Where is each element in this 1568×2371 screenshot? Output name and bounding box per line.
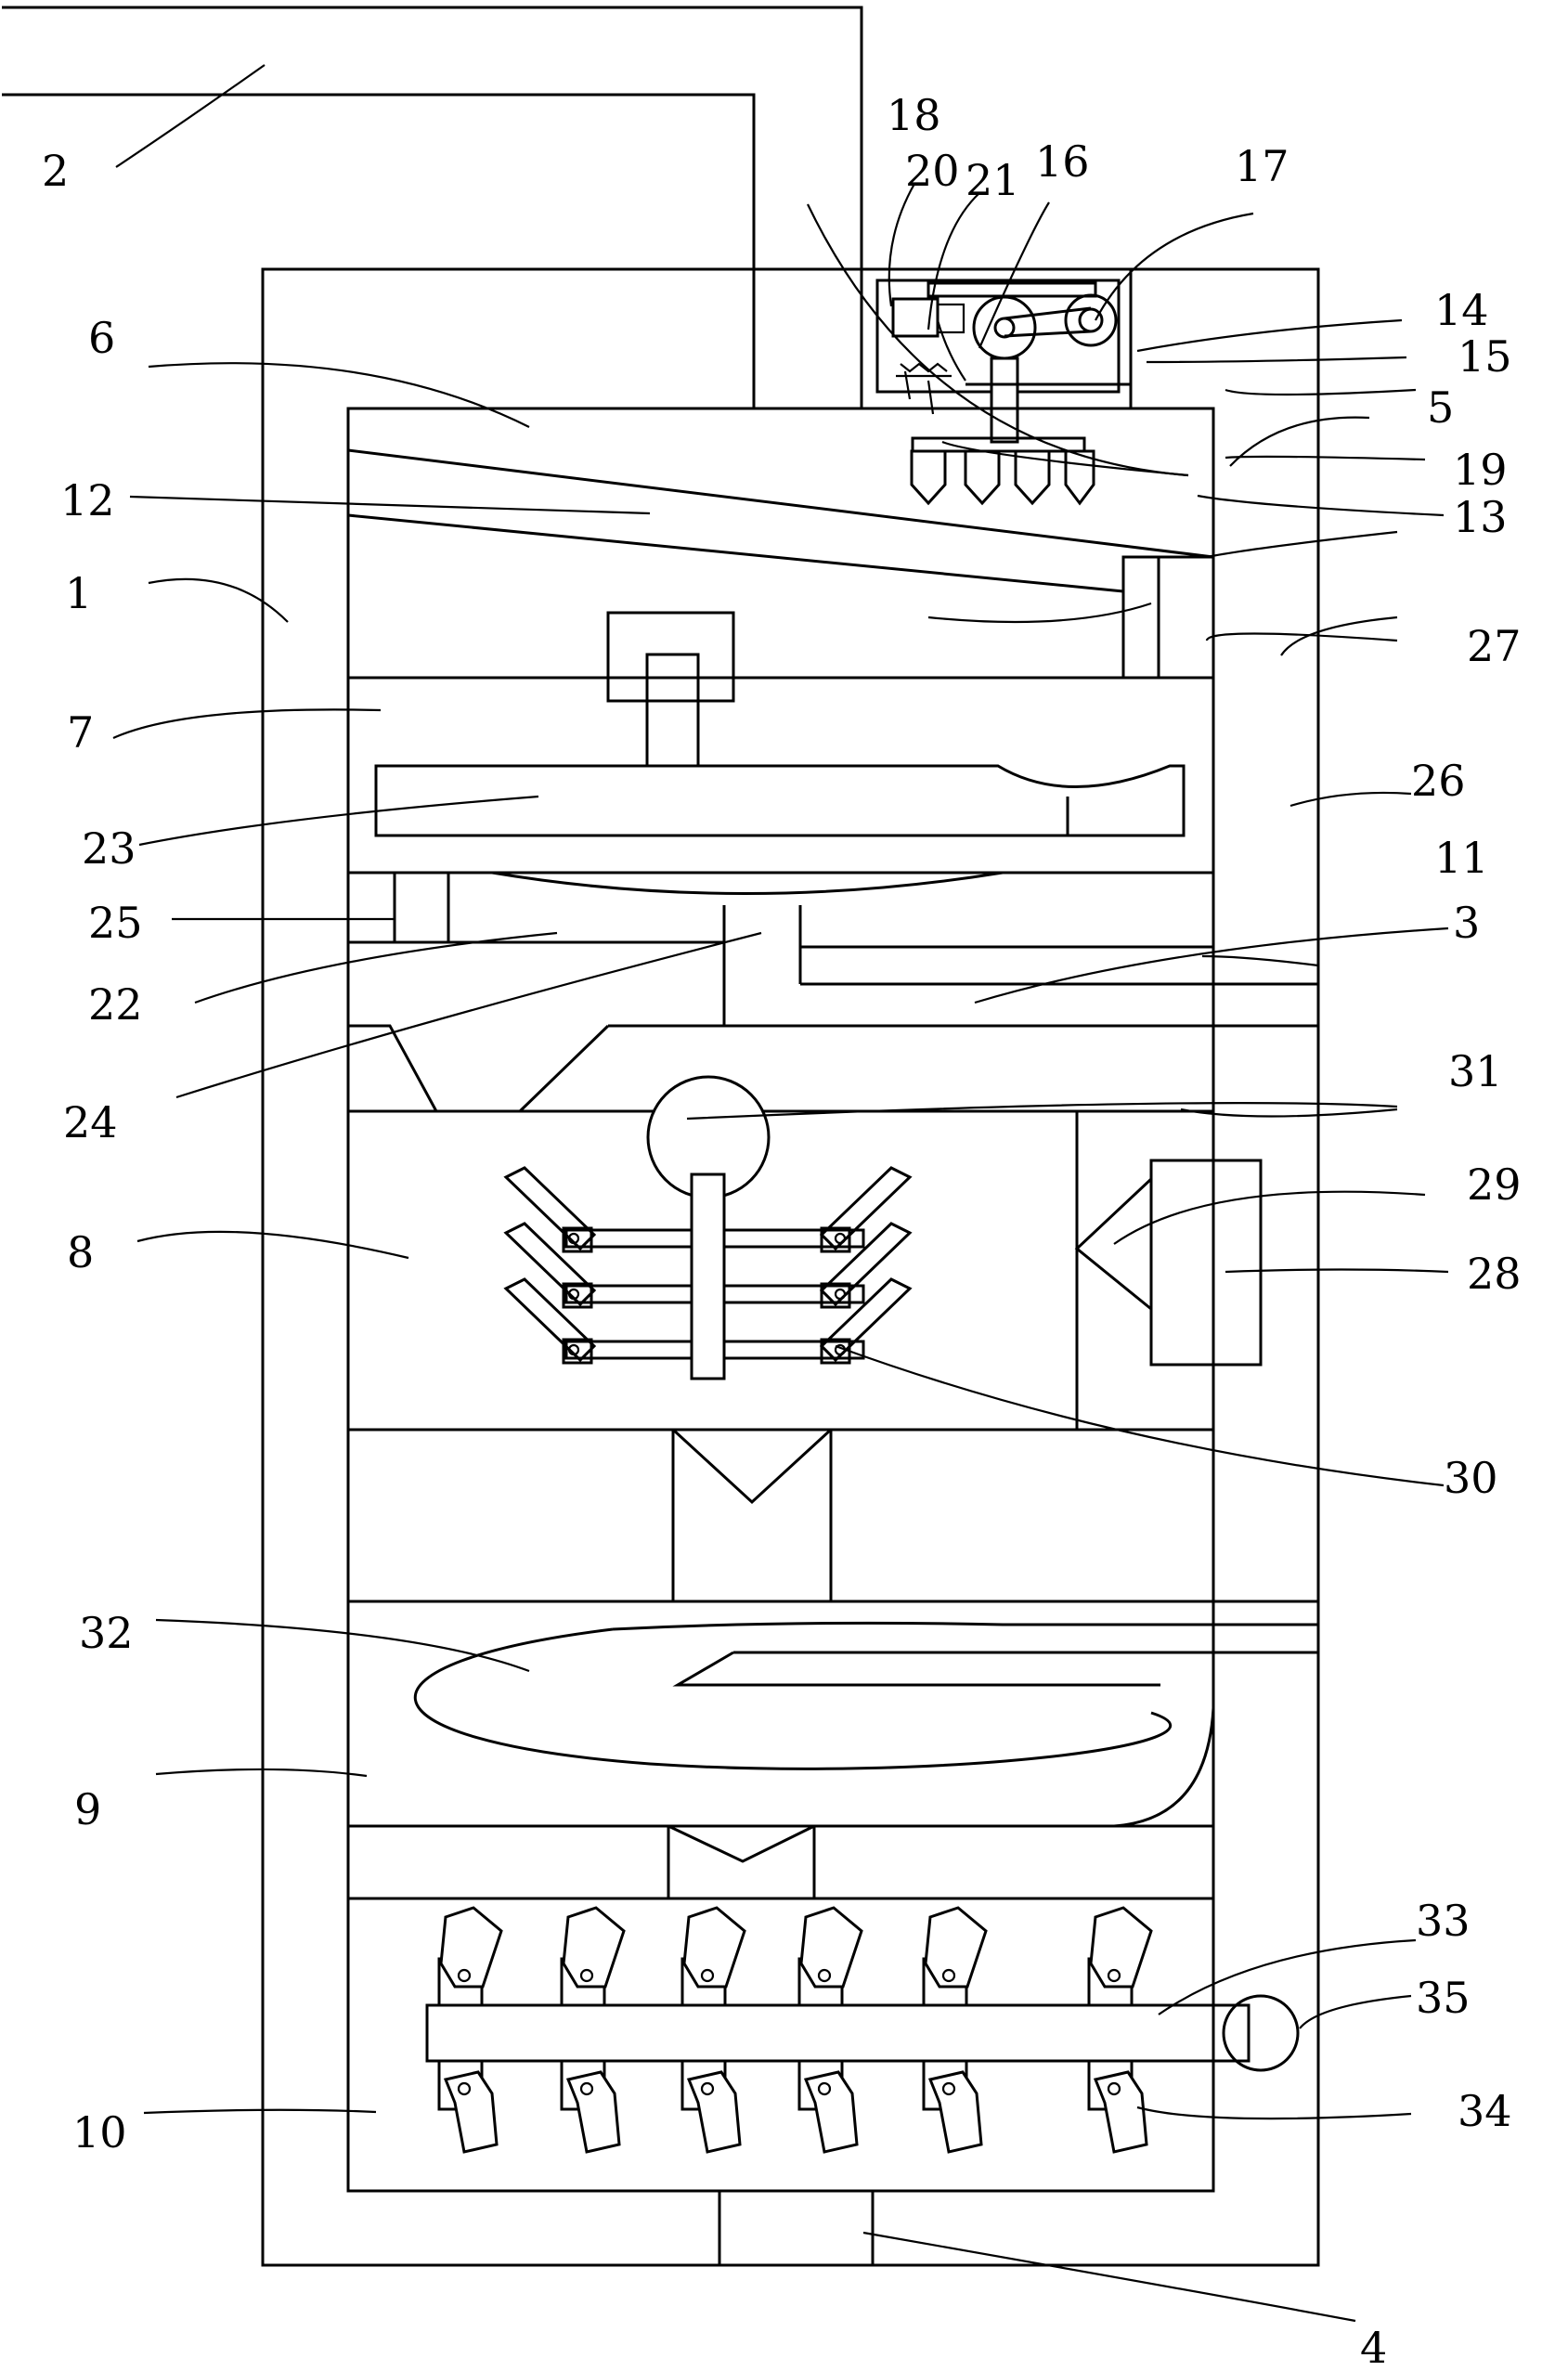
label-19: 19: [1453, 445, 1508, 495]
label-27: 27: [1467, 621, 1522, 671]
label-24: 24: [63, 1097, 118, 1147]
blade-bottom: [443, 2070, 499, 2154]
chamber-9: [348, 1600, 1318, 1900]
blade-bottom: [1093, 2070, 1148, 2154]
horn-29: [1074, 1177, 1153, 1311]
label-28: 28: [1467, 1249, 1522, 1299]
blade-top: [562, 1906, 626, 1989]
shaft-30: [690, 1173, 726, 1380]
label-12: 12: [60, 475, 115, 525]
label-23: 23: [82, 823, 136, 874]
leader-lines: [112, 64, 1449, 2323]
label-13: 13: [1453, 492, 1508, 542]
blade-top: [682, 1906, 746, 1989]
blade-top: [799, 1906, 863, 1989]
blade-pin: [700, 1968, 715, 1983]
label-20: 20: [905, 146, 960, 196]
block-25: [393, 871, 450, 944]
motor-35: [1222, 1994, 1300, 2072]
label-2: 2: [42, 146, 69, 196]
shaft-33: [425, 2003, 1251, 2063]
nozzles: [910, 449, 1095, 506]
label-6: 6: [88, 313, 115, 363]
label-14: 14: [1434, 285, 1489, 335]
blade-pin: [941, 1968, 956, 1983]
baffle-27: [1121, 555, 1160, 680]
chamber-8: [348, 1075, 1263, 1432]
blade-pin: [817, 1968, 832, 1983]
feed-pipe: [2, 6, 863, 408]
blade-pin: [1107, 2081, 1121, 2096]
blade-pin: [941, 2081, 956, 2096]
blade-pin: [579, 1968, 594, 1983]
paddle-arms-right: [722, 1166, 913, 1365]
blade-top: [439, 1906, 503, 1989]
chamber-10: [348, 1906, 1300, 2265]
label-4: 4: [1360, 2323, 1387, 2371]
blade-pin: [1107, 1968, 1121, 1983]
blade-top: [924, 1906, 988, 1989]
drive-box: [860, 267, 1133, 506]
blade-bottom: [686, 2070, 742, 2154]
label-25: 25: [88, 898, 143, 948]
blades-34: [437, 1906, 1153, 2154]
drive-wheel: [1064, 293, 1118, 347]
blade-bottom: [803, 2070, 859, 2154]
label-22: 22: [88, 979, 143, 1030]
label-11: 11: [1434, 833, 1489, 883]
label-34: 34: [1458, 2086, 1512, 2136]
label-18: 18: [887, 90, 941, 140]
label-1: 1: [65, 568, 92, 618]
blade-pin: [700, 2081, 715, 2096]
label-16: 16: [1035, 136, 1090, 187]
label-17: 17: [1235, 141, 1289, 191]
press-rod: [645, 653, 700, 768]
label-31: 31: [1448, 1046, 1503, 1096]
blade-bottom: [927, 2070, 983, 2154]
lower-funnel-1: [348, 1428, 1215, 1603]
blade-pin: [457, 1968, 472, 1983]
blade-pin: [817, 2081, 832, 2096]
label-5: 5: [1427, 382, 1454, 433]
label-3: 3: [1453, 898, 1480, 948]
label-9: 9: [74, 1784, 101, 1834]
blade-pin: [457, 2081, 472, 2096]
label-15: 15: [1458, 331, 1512, 382]
spring: [896, 362, 952, 415]
press-plate-23: [374, 764, 1186, 837]
label-35: 35: [1416, 1973, 1471, 2023]
label-32: 32: [79, 1608, 134, 1658]
push-rod: [990, 356, 1019, 444]
blade-bottom: [565, 2070, 621, 2154]
label-8: 8: [67, 1227, 94, 1277]
press-cylinder: [606, 611, 735, 703]
label-7: 7: [67, 707, 94, 758]
blade-top: [1089, 1906, 1153, 1989]
blade-pin: [579, 2081, 594, 2096]
part-labels: 2 1 12 6 7 23 25 22 24 8 32 9 10 18 20 2…: [42, 90, 1522, 2371]
label-30: 30: [1444, 1453, 1498, 1503]
label-26: 26: [1411, 756, 1466, 806]
label-10: 10: [72, 2107, 127, 2157]
label-33: 33: [1416, 1896, 1471, 1946]
chamber-7: [348, 611, 1318, 1028]
paddle-arms-left: [503, 1166, 693, 1365]
label-29: 29: [1467, 1160, 1522, 1210]
label-21: 21: [965, 155, 1020, 205]
cam-wheel: [972, 295, 1037, 360]
device-28: [1149, 1159, 1263, 1367]
funnel-section: [348, 1024, 1215, 1113]
